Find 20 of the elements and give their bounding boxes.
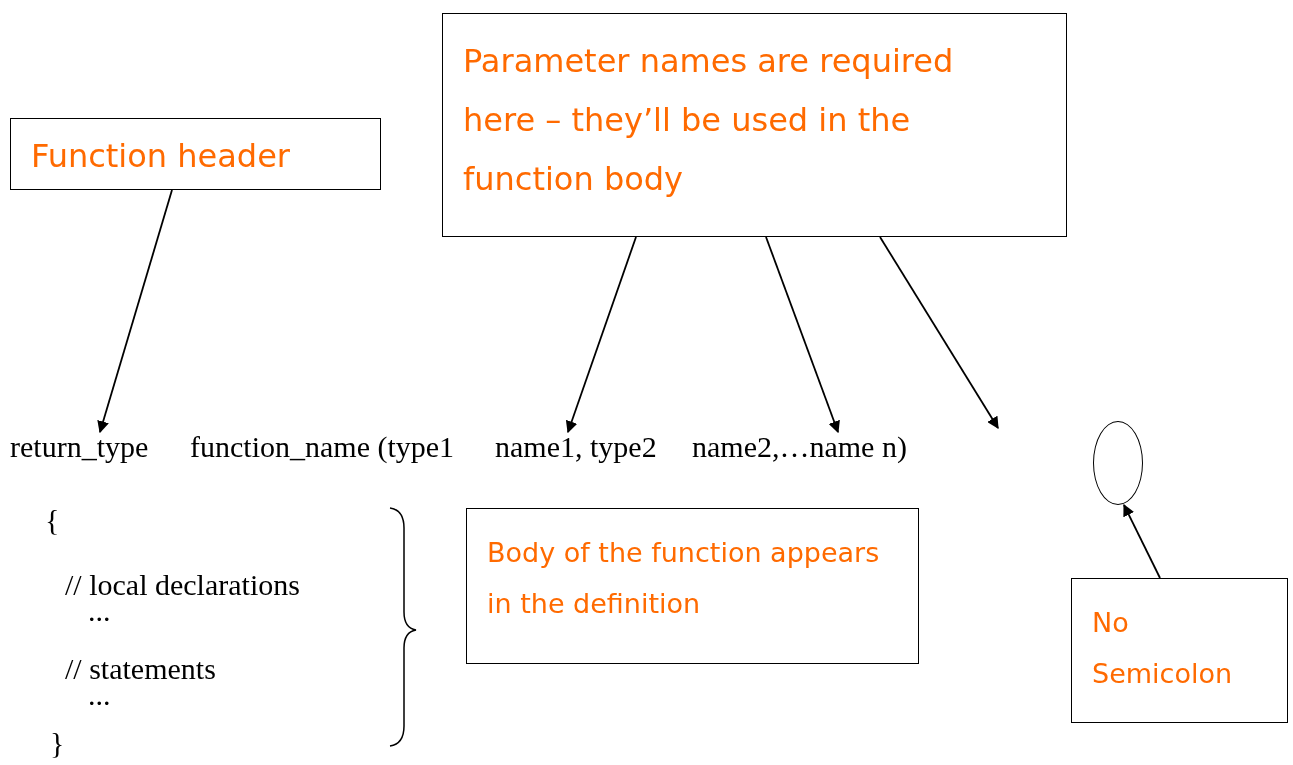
code-text: { (45, 505, 60, 535)
code-text: name2,…name n) (692, 432, 907, 462)
arrow (565, 236, 637, 434)
arrow (97, 189, 173, 434)
code-text: name1, (495, 432, 583, 462)
arrow (765, 236, 840, 434)
callout-box (442, 13, 1067, 237)
callout-text: Parameter names are required here – they’ll be used in the function body (463, 41, 955, 201)
callout-box (1071, 578, 1288, 723)
code-text: } (50, 728, 65, 758)
callout-text: Body of the function appears in the definition (487, 536, 881, 622)
arrow (1123, 503, 1161, 579)
callout-box (10, 118, 381, 190)
code-text: function_name (type1 (190, 432, 455, 462)
arrow (879, 236, 999, 429)
code-text: return_type (10, 432, 149, 462)
callout-text: Function header (31, 137, 291, 176)
callout-text: No Semicolon (1092, 606, 1234, 692)
code-text: type2 (590, 432, 657, 462)
callout-box (466, 508, 919, 664)
